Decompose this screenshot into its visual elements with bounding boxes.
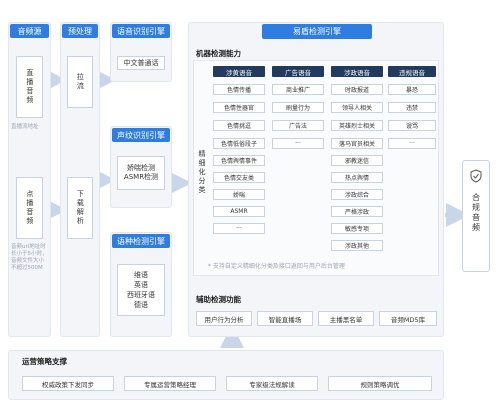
aux-title: 辅助检测功能 <box>196 295 241 304</box>
aux-item-user-behavior: 用户行为分析 <box>196 311 252 326</box>
violation-item: 暴恐 <box>388 84 436 95</box>
politics-item: 涉政其他 <box>331 240 383 251</box>
ad-item: 广告法 <box>272 120 324 131</box>
ad-item: 商业推广 <box>272 84 324 95</box>
audio-source-header: 音频源 <box>10 24 49 38</box>
voiceprint-item: ASMR检测 <box>123 173 159 181</box>
porn-item: 色情性器官 <box>213 102 265 113</box>
pull-stream-box: 拉流 <box>67 56 93 108</box>
politics-item: 落马官员相关 <box>331 138 383 149</box>
porn-item: 色情挑逗 <box>213 120 265 131</box>
ops-item-regulation: 专家级法规解读 <box>226 376 318 391</box>
ops-title: 运营策略支撑 <box>22 357 67 366</box>
ad-item: 刷量行为 <box>272 102 324 113</box>
fine-classification-label: 精细化分类 <box>198 150 206 195</box>
vod-audio-box: 点播音频 <box>16 177 43 239</box>
aux-item-anchor-blacklist: 主播黑名单 <box>318 311 374 326</box>
preprocess-header: 预处理 <box>62 24 98 38</box>
porn-item: 色情交友类 <box>213 172 265 183</box>
model-title: 机器检测能力 <box>196 49 241 58</box>
politics-item: 严格涉政 <box>331 206 383 217</box>
live-audio-box: 直播音频 <box>16 56 43 118</box>
col-head-violation: 违规语音 <box>388 66 436 77</box>
voiceprint-item: 娇喘检测 <box>127 164 155 173</box>
yidun-engine-header: 易盾检测引擎 <box>262 24 372 39</box>
politics-item: 敏感专项 <box>331 223 383 234</box>
language-items-box: 维语 英语 西班牙语 德语 <box>117 264 165 316</box>
politics-item: 英雄烈士相关 <box>331 120 383 131</box>
vod-audio-note: 音频url地址时长小于5小时，音频文件大小不超过500M <box>11 244 48 272</box>
col-head-porn: 涉黄语音 <box>213 66 265 77</box>
language-item: 英语 <box>134 280 148 289</box>
violation-item: 违禁 <box>388 102 436 113</box>
violation-item: ··· <box>388 138 436 149</box>
voiceprint-items-box: 娇喘检测 ASMR检测 <box>117 156 165 190</box>
ops-item-policy-sync: 权威政策下发同步 <box>22 376 114 391</box>
porn-item: 色情舆情事件 <box>213 155 265 166</box>
voiceprint-engine-header: 声纹识别引擎 <box>112 128 170 142</box>
politics-item: 涉政综合 <box>331 189 383 200</box>
arrow-preprocess-to-engines <box>98 71 116 189</box>
ops-item-rule-tuning: 规则策略调优 <box>328 376 432 391</box>
mandarin-box: 中文普通话 <box>117 56 165 70</box>
language-item: 德语 <box>134 301 148 310</box>
result-box: 合规音频 <box>462 160 490 272</box>
politics-item: 领导人相关 <box>331 102 383 113</box>
aux-item-md5-library: 音频MD5库 <box>379 311 437 326</box>
porn-item: ASMR <box>213 206 265 217</box>
language-engine-header: 语种检测引擎 <box>112 234 170 248</box>
porn-item: 色情低俗段子 <box>213 138 265 149</box>
language-item: 西班牙语 <box>127 291 155 299</box>
porn-item: 娇喘 <box>213 189 265 200</box>
ops-panel <box>8 350 444 400</box>
arrow-source-to-preprocess <box>49 71 67 219</box>
download-parse-box: 下载解析 <box>67 177 93 239</box>
col-head-ad: 广告语音 <box>272 66 324 77</box>
live-audio-note: 直播流地址 <box>11 124 39 130</box>
ad-item: ··· <box>272 138 324 149</box>
support-note: * 支持自定义精细化分类及接口返回与用户后台管理 <box>208 263 345 270</box>
aux-item-smart-live: 智能直播场 <box>257 311 313 326</box>
col-head-politics: 涉政语音 <box>331 66 383 77</box>
language-item: 维语 <box>134 270 148 279</box>
violation-item: 谩骂 <box>388 120 436 131</box>
ops-item-strategy-manager: 专属运营策略经理 <box>124 376 216 391</box>
compliant-audio-label: 合规音频 <box>471 193 481 233</box>
porn-item: ··· <box>213 223 265 234</box>
speech-engine-header: 语音识别引擎 <box>112 24 170 38</box>
shield-check-icon <box>470 169 482 183</box>
porn-item: 色情传播 <box>213 84 265 95</box>
politics-item: 时政报道 <box>331 84 383 95</box>
politics-item: 邪教迷信 <box>331 155 383 166</box>
politics-item: 热点舆情 <box>331 172 383 183</box>
model-area <box>193 60 439 276</box>
